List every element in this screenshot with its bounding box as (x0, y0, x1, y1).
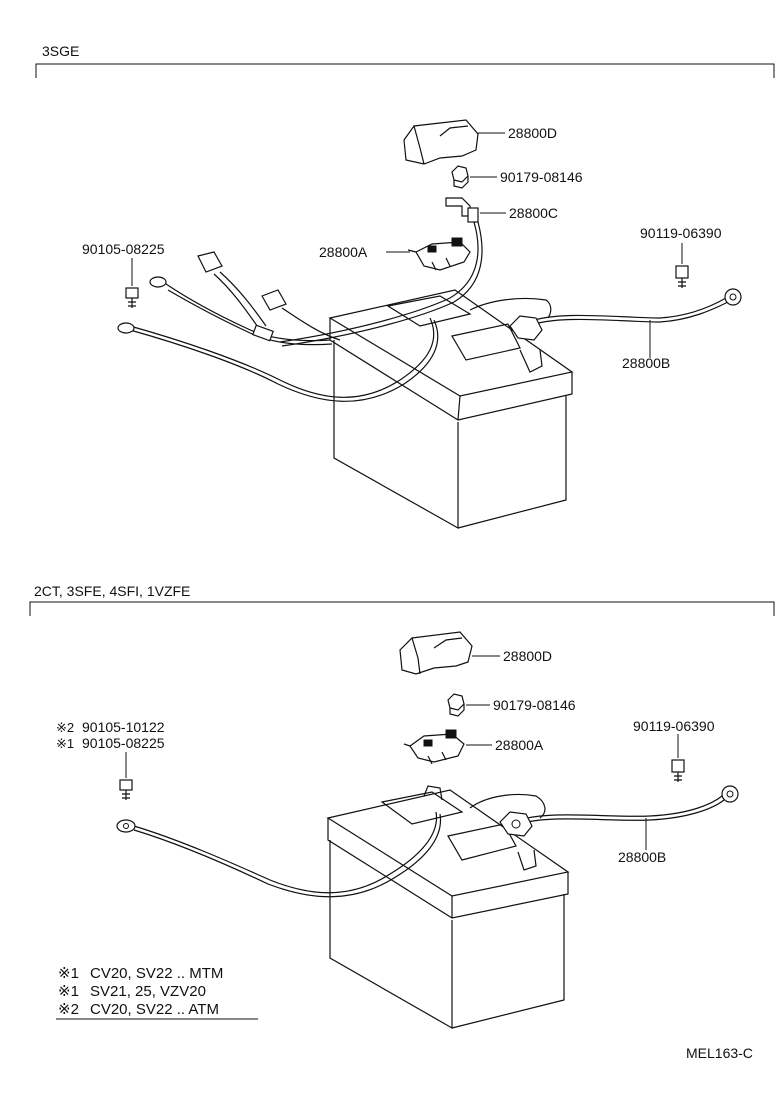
part-label-ground-bolt-1: 90119-06390 (640, 225, 722, 241)
battery-2 (326, 785, 570, 1030)
ground-cable-2 (116, 811, 442, 898)
negative-cable-2 (469, 785, 739, 837)
part-mark-bolt-2: ※1 (56, 736, 74, 751)
nut-2 (447, 693, 465, 717)
section-2-header: 2CT, 3SFE, 4SFI, 1VZFE (34, 583, 190, 599)
note-1-text: CV20, SV22 .. MTM (90, 965, 223, 982)
part-label-nut-2: 90179-08146 (493, 697, 576, 713)
part-label-bolt-2: 90105-08225 (82, 735, 165, 751)
part-label-bolt-1: 90105-08225 (82, 241, 165, 257)
section-1-bracket (35, 63, 775, 78)
part-mark-bolt-alt-2: ※2 (56, 720, 74, 735)
part-label-negative-cable-2: 28800B (618, 849, 666, 865)
positive-cable-1 (279, 197, 483, 347)
ground-bolt-2 (671, 759, 685, 782)
part-label-ground-bolt-2: 90119-06390 (633, 718, 715, 734)
negative-cable-1 (469, 288, 742, 341)
note-2-mark: ※1 (58, 983, 79, 1000)
part-label-terminal-cover-1: 28800D (508, 125, 557, 141)
part-label-negative-cable-1: 28800B (622, 355, 670, 371)
diagram-code: MEL163-C (686, 1045, 753, 1061)
part-label-terminal-cover-2: 28800D (503, 648, 552, 664)
battery-1 (328, 289, 574, 530)
part-label-bolt-alt-2: 90105-10122 (82, 719, 165, 735)
part-label-nut-1: 90179-08146 (500, 169, 583, 185)
section-1-header: 3SGE (42, 43, 79, 59)
part-label-clamp-1: 28800A (319, 244, 368, 260)
wiring-harness-1 (117, 251, 439, 402)
note-3-mark: ※2 (58, 1001, 79, 1018)
notes-legend: ※1 CV20, SV22 .. MTM ※1 SV21, 25, VZV20 … (56, 965, 258, 1020)
clamp-1 (407, 237, 471, 271)
ground-bolt-1 (675, 265, 689, 288)
part-label-clamp-2: 28800A (495, 737, 544, 753)
bolt-2 (119, 779, 133, 800)
section-2-bracket (29, 601, 775, 616)
terminal-cover-1 (403, 119, 479, 165)
note-3-text: CV20, SV22 .. ATM (90, 1001, 219, 1018)
nut-1 (451, 165, 469, 189)
note-2-text: SV21, 25, VZV20 (90, 983, 206, 1000)
clamp-2 (403, 729, 465, 765)
bolt-1 (125, 287, 139, 308)
part-label-positive-cable-1: 28800C (509, 205, 558, 221)
terminal-cover-2 (399, 631, 473, 675)
note-1-mark: ※1 (58, 965, 79, 982)
